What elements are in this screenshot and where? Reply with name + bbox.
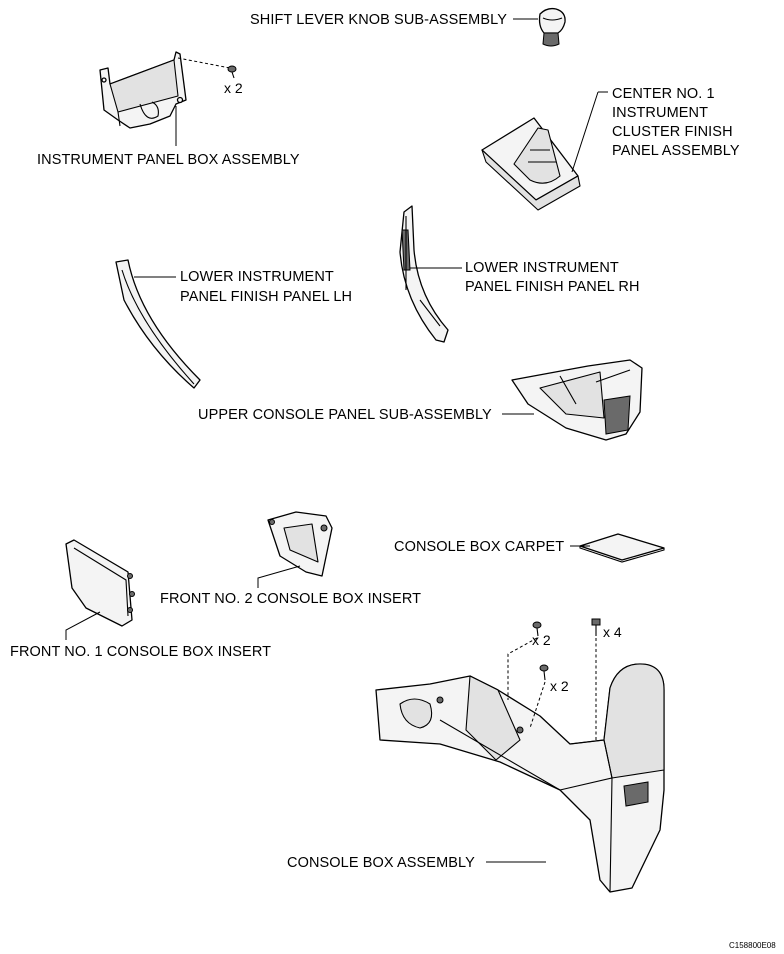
console-box-carpet-drawing bbox=[579, 533, 665, 563]
upper-console-panel-drawing bbox=[511, 359, 643, 441]
console-screw-a-qty: x 2 bbox=[532, 632, 551, 648]
shift-lever-knob-drawing bbox=[538, 7, 566, 47]
front-no1-insert-drawing bbox=[65, 539, 135, 627]
front-no1-label: FRONT NO. 1 CONSOLE BOX INSERT bbox=[10, 644, 271, 660]
instrument-box-screw-qty: x 2 bbox=[224, 80, 243, 96]
center-cluster-label-2: INSTRUMENT bbox=[612, 105, 708, 121]
instrument-box-screw-icon bbox=[227, 65, 237, 79]
center-cluster-leader bbox=[571, 91, 608, 173]
upper-console-label: UPPER CONSOLE PANEL SUB-ASSEMBLY bbox=[198, 407, 492, 423]
lower-panel-rh-drawing bbox=[399, 205, 449, 343]
console-screw-b-icon bbox=[539, 664, 549, 681]
center-cluster-label-3: CLUSTER FINISH bbox=[612, 124, 733, 140]
center-cluster-finish-panel-drawing bbox=[481, 117, 581, 211]
instrument-box-screw-line bbox=[177, 57, 231, 69]
front-no2-insert-drawing bbox=[267, 511, 333, 577]
lower-panel-rh-label-1: LOWER INSTRUMENT bbox=[465, 260, 619, 276]
console-bolt-qty: x 4 bbox=[603, 624, 622, 640]
console-screw-a-icon bbox=[532, 621, 542, 637]
figure-code: C158800E08 bbox=[729, 941, 776, 950]
lower-panel-lh-label-1: LOWER INSTRUMENT bbox=[180, 269, 334, 285]
lower-panel-rh-label-2: PANEL FINISH PANEL RH bbox=[465, 279, 640, 295]
instrument-panel-box-drawing bbox=[99, 51, 187, 129]
front-no1-leader bbox=[65, 611, 101, 640]
front-no2-label: FRONT NO. 2 CONSOLE BOX INSERT bbox=[160, 591, 421, 607]
center-cluster-label-1: CENTER NO. 1 bbox=[612, 86, 715, 102]
console-box-assembly-label: CONSOLE BOX ASSEMBLY bbox=[287, 855, 475, 871]
console-screw-b-qty: x 2 bbox=[550, 678, 569, 694]
console-box-assembly-drawing bbox=[375, 663, 665, 893]
console-screw-b-line bbox=[529, 681, 546, 729]
console-screw-a-line bbox=[507, 637, 538, 700]
shift-lever-knob-label: SHIFT LEVER KNOB SUB-ASSEMBLY bbox=[250, 12, 507, 28]
instrument-panel-box-label: INSTRUMENT PANEL BOX ASSEMBLY bbox=[37, 152, 300, 168]
console-box-carpet-label: CONSOLE BOX CARPET bbox=[394, 539, 564, 555]
lower-panel-lh-drawing bbox=[115, 259, 201, 389]
front-no2-leader bbox=[257, 565, 301, 588]
console-bolt-icon bbox=[591, 618, 601, 636]
lower-panel-lh-label-2: PANEL FINISH PANEL LH bbox=[180, 289, 352, 305]
center-cluster-label-4: PANEL ASSEMBLY bbox=[612, 143, 740, 159]
